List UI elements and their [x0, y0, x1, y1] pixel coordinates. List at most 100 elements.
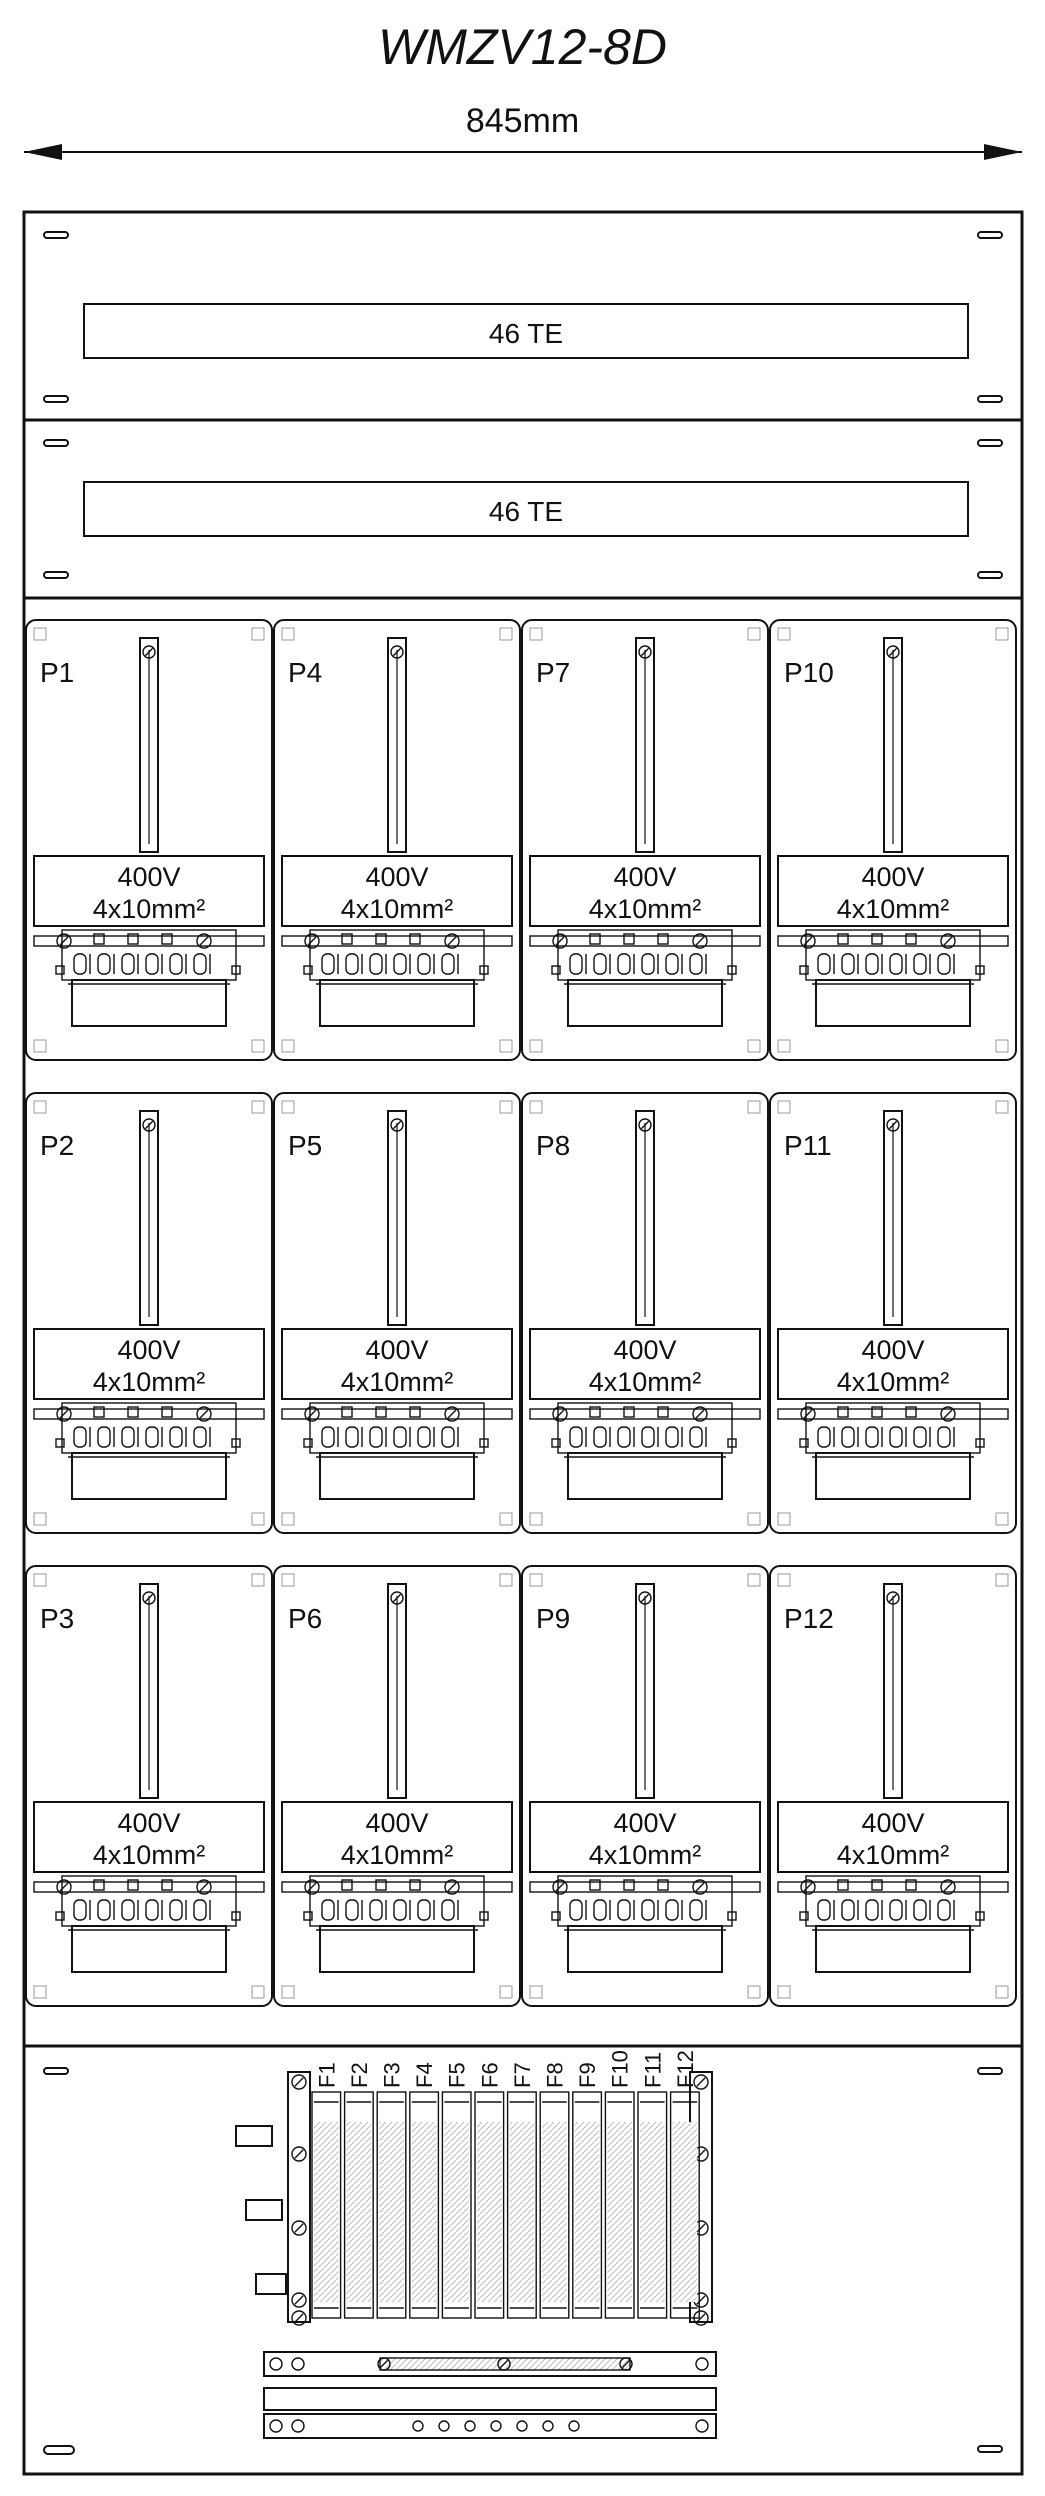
fuse-label: F7: [510, 2062, 535, 2088]
corner-screw-icon: [499, 1039, 513, 1053]
meter-display: [529, 855, 761, 927]
terminal-end: [551, 1911, 561, 1921]
meter-cable: 4x10mm²: [93, 1367, 206, 1397]
terminal-end: [799, 1911, 809, 1921]
corner-screw-icon: [777, 1985, 791, 1999]
screw-icon: [692, 1406, 708, 1422]
fuse-holder: [343, 2091, 374, 2319]
terminal-clamp: [409, 1406, 421, 1418]
fuse-hatch: [542, 2122, 567, 2302]
meter-display: [777, 1801, 1009, 1873]
screw-icon: [390, 1591, 404, 1605]
meter-rail: [139, 1583, 159, 1799]
terminal-end: [55, 1911, 65, 1921]
meter-voltage: 400V: [861, 1335, 924, 1365]
meter-cable: 4x10mm²: [341, 894, 454, 924]
corner-screw-icon: [33, 627, 47, 641]
meter-board: [769, 1092, 1017, 1534]
terminal-rail: [33, 935, 265, 947]
corner-screw-icon: [747, 1039, 761, 1053]
meter-label: P8: [536, 1130, 570, 1161]
screw-icon: [142, 645, 156, 659]
screw-icon: [692, 933, 708, 949]
busbar-hole: [291, 2357, 305, 2371]
busbar-hole: [438, 2420, 450, 2432]
terminal-slot: [569, 953, 583, 975]
corner-screw-icon: [499, 1100, 513, 1114]
corner-screw-icon: [33, 1512, 47, 1526]
terminal-clamp: [375, 933, 387, 945]
corner-screw-icon: [251, 1512, 265, 1526]
corner-screw-icon: [251, 1985, 265, 1999]
terminal-slot: [593, 1899, 607, 1921]
meter-board: [769, 619, 1017, 1061]
screw-icon: [291, 2292, 307, 2308]
terminal-slot: [689, 953, 703, 975]
corner-screw-icon: [499, 1985, 513, 1999]
corner-screw-icon: [747, 627, 761, 641]
meter-label: P5: [288, 1130, 322, 1161]
terminal-slot: [369, 1899, 383, 1921]
side-terminal: [235, 2125, 273, 2147]
corner-screw-icon: [33, 1985, 47, 1999]
meter-base: [567, 1925, 723, 1973]
corner-screw-icon: [499, 627, 513, 641]
terminal-slot: [889, 1426, 903, 1448]
terminal-end: [55, 965, 65, 975]
terminal-end: [479, 965, 489, 975]
meter-rail: [387, 1583, 407, 1799]
terminal-slot: [73, 953, 87, 975]
screw-icon: [940, 933, 956, 949]
terminal-clamp: [905, 1406, 917, 1418]
terminal-clamp: [623, 933, 635, 945]
terminal-clamp: [375, 1879, 387, 1891]
terminal-slot: [665, 1426, 679, 1448]
corner-screw-icon: [777, 1039, 791, 1053]
meter-base: [815, 1925, 971, 1973]
corner-screw-icon: [281, 1512, 295, 1526]
fuse-hatch: [640, 2122, 665, 2302]
meter-display: [281, 1801, 513, 1873]
terminal-end: [551, 1438, 561, 1448]
meter-label: P11: [784, 1130, 832, 1161]
busbar-hole: [269, 2357, 283, 2371]
terminal-slot: [73, 1426, 87, 1448]
terminal-slot: [665, 953, 679, 975]
terminal-slot: [817, 1899, 831, 1921]
meter-cable: 4x10mm²: [93, 894, 206, 924]
din-rail-label-1: 46 TE: [489, 318, 563, 349]
terminal-slot: [193, 1426, 207, 1448]
terminal-clamp: [837, 1406, 849, 1418]
meter-base: [567, 979, 723, 1027]
fuse-f10: F10: [604, 2050, 635, 2319]
terminal-slot: [865, 1899, 879, 1921]
meter-cable: 4x10mm²: [837, 1367, 950, 1397]
screw-icon: [638, 1591, 652, 1605]
diagram-title: WMZV12-8D: [378, 19, 667, 75]
meter-board: [273, 619, 521, 1061]
terminal-slot: [641, 1899, 655, 1921]
meter-display: [529, 1328, 761, 1400]
terminal-slot: [641, 1426, 655, 1448]
corner-screw-icon: [529, 1512, 543, 1526]
terminal-slot: [441, 1899, 455, 1921]
corner-screw-icon: [281, 1039, 295, 1053]
fuse-f7: F7: [506, 2062, 537, 2319]
fuse-hatch: [314, 2122, 339, 2302]
screw-icon: [444, 1406, 460, 1422]
corner-screw-icon: [777, 1100, 791, 1114]
terminal-slot: [665, 1899, 679, 1921]
meter-voltage: 400V: [861, 862, 924, 892]
fuse-label: F10: [608, 2050, 633, 2088]
meter-board: [769, 1565, 1017, 2007]
busbar-3: [263, 2413, 717, 2439]
corner-screw-icon: [995, 1512, 1009, 1526]
screw-icon: [638, 1118, 652, 1132]
meter-board: [521, 1092, 769, 1534]
terminal-clamp: [657, 1406, 669, 1418]
terminal-slot: [569, 1426, 583, 1448]
meter-voltage: 400V: [117, 862, 180, 892]
